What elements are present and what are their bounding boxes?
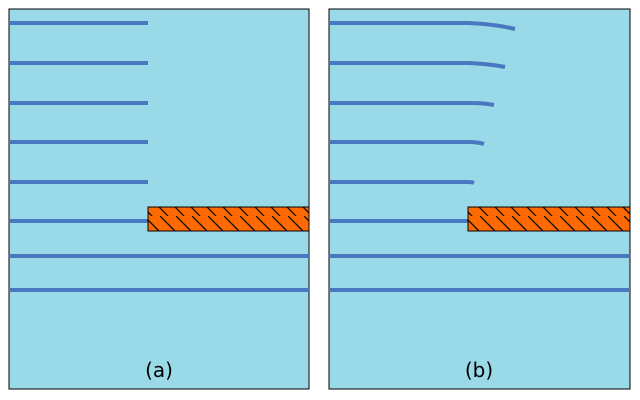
panel-b-background (328, 8, 631, 390)
flow-line (329, 21, 516, 31)
panel-a: (a) (8, 8, 310, 390)
hatched-plate (467, 206, 631, 232)
panel-b: (b) (328, 8, 631, 390)
flow-line (329, 61, 506, 69)
panel-b-label: (b) (465, 358, 493, 382)
flow-line (329, 180, 475, 185)
flow-line (329, 140, 485, 146)
panel-a-label: (a) (145, 358, 173, 382)
panel-a-background (8, 8, 310, 390)
hatched-plate (147, 206, 310, 232)
flow-line (329, 101, 495, 107)
